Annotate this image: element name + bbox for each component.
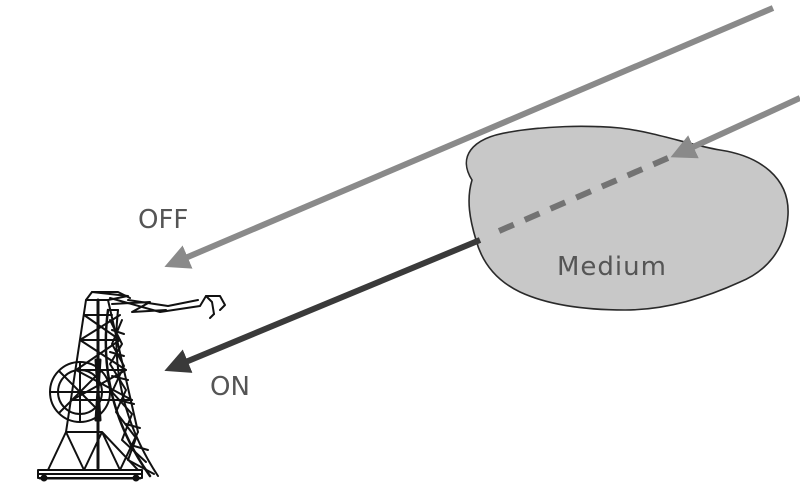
off-beam-arrow <box>164 5 775 269</box>
off-label: OFF <box>138 205 188 235</box>
on-beam-incoming-arrow <box>670 95 800 159</box>
on-beam-through-medium <box>490 155 670 237</box>
medium-cloud <box>465 125 789 311</box>
medium-label: Medium <box>557 252 667 282</box>
on-beam-outgoing-arrow <box>164 237 482 373</box>
radio-telescope-icon <box>37 291 226 482</box>
on-label: ON <box>210 372 250 402</box>
